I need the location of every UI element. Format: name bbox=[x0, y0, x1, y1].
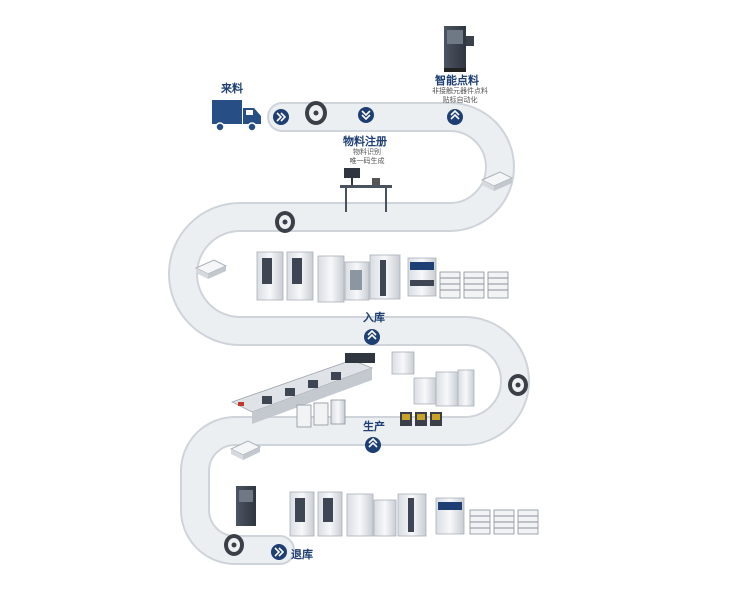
stage-desc-smart-count: 非接触元器件点料 贴标自动化 bbox=[432, 87, 488, 104]
return-station bbox=[236, 486, 256, 526]
stage-label-return: 退库 bbox=[291, 548, 313, 561]
storage-cabinets-row bbox=[256, 251, 437, 303]
smt-production-line bbox=[230, 353, 375, 424]
chevron-up-marker-production bbox=[365, 437, 381, 453]
reel-icon bbox=[508, 374, 528, 396]
chevron-right-marker-incoming bbox=[273, 109, 289, 125]
stage-label-registration: 物料注册 bbox=[343, 135, 387, 148]
truck-icon bbox=[212, 100, 261, 132]
reel-racks-row bbox=[439, 271, 509, 299]
chevron-right-marker-return bbox=[271, 544, 287, 560]
return-cabinets-row bbox=[289, 491, 465, 537]
stage-label-incoming: 来料 bbox=[221, 82, 243, 95]
agv-cart-icon bbox=[229, 440, 262, 460]
feeder-carts bbox=[400, 412, 442, 426]
registration-workstation-icon bbox=[340, 168, 392, 212]
reel-icon bbox=[224, 534, 244, 556]
smart-counting-machine-icon bbox=[444, 26, 474, 72]
stage-desc-registration: 物料识别 唯一码生成 bbox=[349, 148, 385, 165]
stage-label-production: 生产 bbox=[363, 420, 385, 433]
feeder-racks bbox=[296, 399, 346, 428]
chevron-up-marker-storage bbox=[364, 329, 380, 345]
agv-cart-icon bbox=[480, 171, 514, 191]
conveyor-path bbox=[168, 102, 530, 565]
chevron-down-marker-registration bbox=[358, 107, 374, 123]
reel-icon bbox=[275, 211, 295, 233]
return-racks-row bbox=[469, 509, 539, 535]
stage-label-smart-count: 智能点料 bbox=[435, 74, 479, 87]
stage-label-storage: 入库 bbox=[363, 311, 385, 324]
line-side-storage bbox=[391, 351, 475, 407]
reel-icon bbox=[305, 101, 327, 125]
chevron-up-marker-smart-count bbox=[447, 109, 463, 125]
agv-cart-icon bbox=[194, 259, 228, 279]
